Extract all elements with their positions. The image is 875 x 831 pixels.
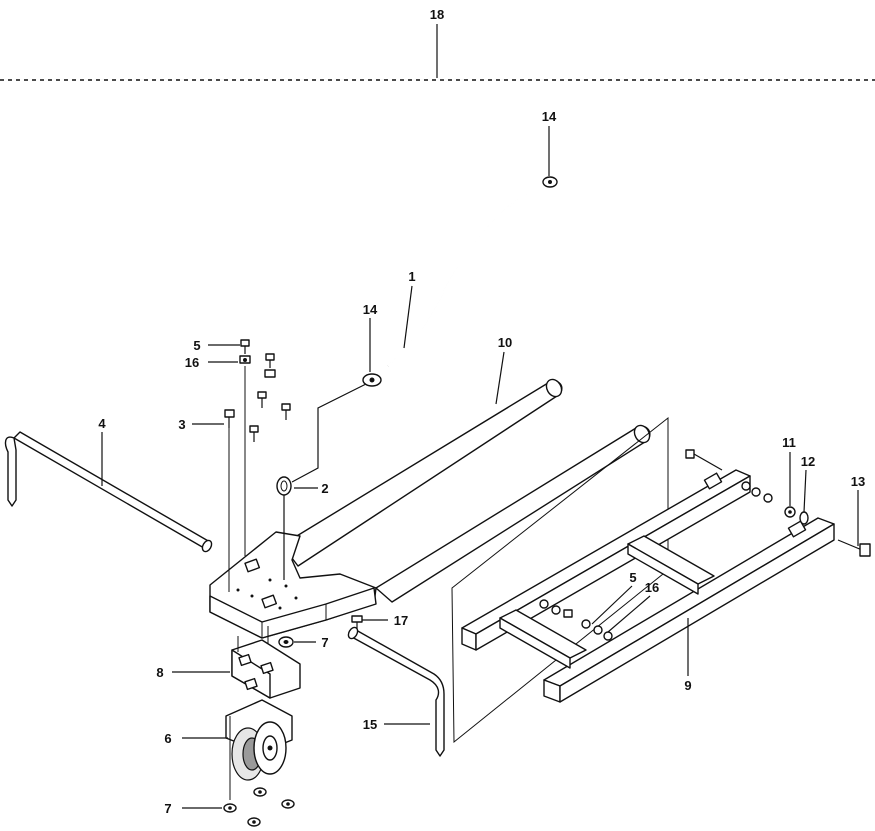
handle-rod-part-4 [4,431,213,553]
callout-14-lower: 14 [363,302,378,317]
callout-1: 1 [408,269,415,284]
callout-7-upper: 7 [321,635,328,650]
nut-part-16 [239,355,251,556]
frame-bolt-group [539,449,773,641]
bolt-group [249,353,291,442]
bolt-part-5 [240,339,250,354]
callout-18: 18 [430,7,444,22]
leader-5b [591,585,633,625]
eye-bolt-part-2 [276,476,292,580]
bolt-part-3 [224,409,235,592]
callout-2: 2 [321,481,328,496]
cable-eye-part-14 [362,373,382,387]
base-plate [209,531,377,639]
callout-8: 8 [156,665,163,680]
callout-7-lower: 7 [164,801,171,816]
callout-10: 10 [498,335,512,350]
leader-12 [803,469,807,513]
nut-part-7 [278,636,294,648]
callout-16-upper: 16 [185,355,199,370]
bolt-part-13 [837,539,871,557]
callout-3: 3 [178,417,185,432]
callout-14-upper: 14 [542,109,557,124]
callout-4: 4 [98,416,106,431]
nut-part-11 [784,506,796,518]
callout-16-lower: 16 [645,580,659,595]
rail-tube-part-10 [281,378,563,567]
nut-part-7-lower [223,787,295,827]
callout-9: 9 [684,678,691,693]
callout-6: 6 [164,731,171,746]
leader-1 [403,285,413,349]
washer-part-12 [799,511,809,525]
frame-part-9 [461,469,835,703]
caster-wheel-part-6 [225,699,293,800]
callout-17: 17 [394,613,408,628]
bracket-part-8 [231,626,301,699]
callout-11: 11 [782,435,796,450]
leader-2-to-14 [291,383,367,483]
callout-12: 12 [801,454,815,469]
leader-16b [607,595,651,633]
callout-13: 13 [851,474,865,489]
callout-5-upper: 5 [193,338,200,353]
callout-5-lower: 5 [629,570,636,585]
leader-10 [495,351,505,405]
rod-part-15 [347,626,445,757]
callout-15: 15 [363,717,377,732]
cable-part-1 [387,176,558,367]
rail-tube-secondary [375,424,651,603]
